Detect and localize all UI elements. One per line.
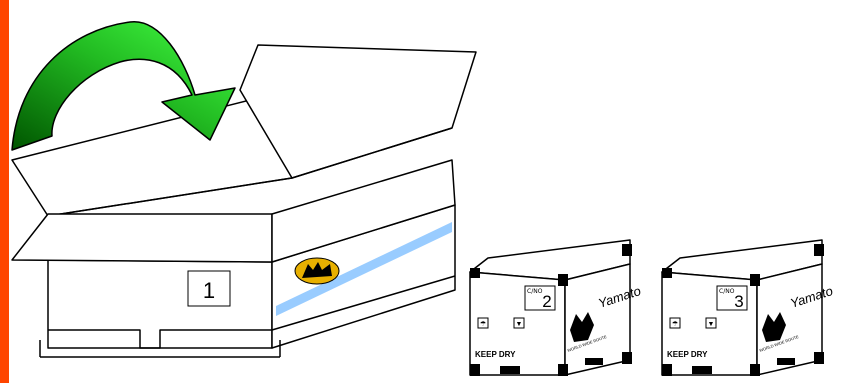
svg-text:C/NO: C/NO [527, 288, 543, 295]
svg-text:C/NO: C/NO [719, 288, 735, 295]
glass-icon [705, 317, 717, 329]
keep-dry-label: KEEP DRY [667, 350, 708, 359]
open-box [11, 44, 477, 358]
accent-bar [0, 0, 9, 383]
box-number-3: 3 [734, 292, 743, 311]
svg-text:☂: ☂ [480, 320, 486, 328]
inner-rim [47, 127, 453, 217]
umbrella-icon [669, 317, 681, 329]
side-base [271, 275, 456, 331]
front-flap-left [11, 213, 273, 263]
svg-text:☂: ☂ [672, 320, 678, 328]
small-box-2: C/NO 2 ☂ ▼ KEEP DRY Yamato WORLD WIDE RO… [469, 239, 643, 376]
small-box-3: C/NO 3 ☂ ▼ KEEP DRY Yamato WORLD WIDE RO… [661, 239, 835, 376]
front-base [48, 329, 272, 349]
yamato-cat-logo [294, 257, 340, 285]
svg-text:1: 1 [203, 278, 215, 303]
svg-text:▼: ▼ [516, 321, 523, 328]
back-flap-right [239, 44, 477, 179]
cat-logo [570, 312, 594, 342]
umbrella-icon [477, 317, 489, 329]
svg-text:▼: ▼ [708, 321, 715, 328]
box-number-label-1: 1 [187, 270, 231, 307]
curved-arrow-icon [11, 21, 236, 151]
glass-icon [513, 317, 525, 329]
tape-strip [276, 222, 452, 316]
cat-logo [762, 312, 786, 342]
box-number-2: 2 [542, 292, 551, 311]
keep-dry-label: KEEP DRY [475, 350, 516, 359]
front-flap-right [271, 159, 456, 263]
